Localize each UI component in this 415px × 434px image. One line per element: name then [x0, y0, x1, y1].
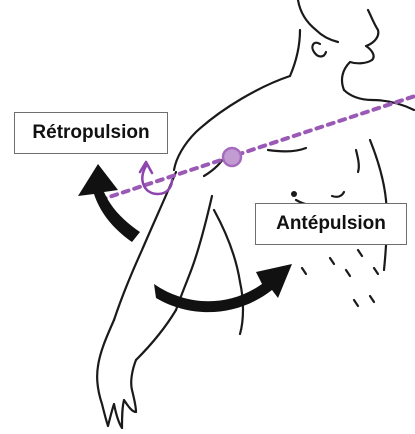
- retropulsion-arrow-icon: [78, 164, 140, 242]
- ear-outline: [312, 43, 326, 57]
- pectoral-line: [268, 148, 306, 151]
- antepulsion-label: Antépulsion: [255, 203, 407, 245]
- abdomen-mark-3: [358, 250, 362, 256]
- upper-arm-inner: [176, 196, 212, 310]
- abdomen-mark-4: [374, 268, 378, 274]
- retropulsion-label: Rétropulsion: [14, 112, 168, 154]
- nipple: [291, 191, 297, 197]
- hand-outline: [97, 360, 136, 428]
- abdomen-mark-6: [370, 296, 374, 302]
- abdomen-mark-5: [354, 300, 358, 306]
- chest-mark-2: [332, 192, 344, 197]
- chest-mark-1: [356, 150, 359, 172]
- forearm-outer: [98, 320, 114, 366]
- antepulsion-arrow-icon: [154, 264, 292, 312]
- abdomen-mark-1: [330, 258, 334, 264]
- forearm-inner: [136, 310, 176, 360]
- abdomen-mark-2: [346, 270, 350, 276]
- abdomen-mark-7: [302, 268, 306, 274]
- neck-outline: [290, 30, 300, 76]
- shoulder-pivot-point: [223, 148, 241, 166]
- head-outline: [298, 0, 378, 90]
- torso-left: [214, 210, 243, 334]
